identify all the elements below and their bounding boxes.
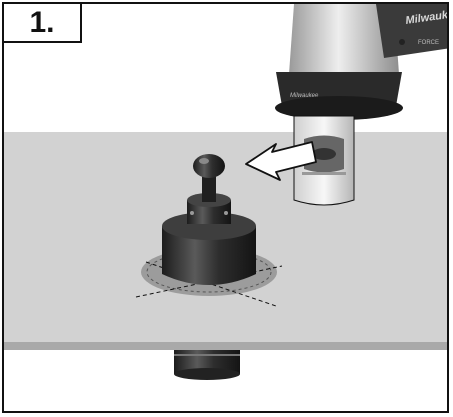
- step-number-box: 1.: [4, 4, 82, 43]
- instruction-frame: 1.: [2, 2, 449, 413]
- step-number: 1.: [29, 5, 55, 39]
- tool-model-text: FORCE: [418, 40, 439, 46]
- punch: [162, 154, 256, 285]
- hydraulic-press-tool: Milwaukee FORCE Milwaukee: [275, 4, 447, 206]
- direction-arrow-icon: [245, 141, 317, 181]
- punch-removal-illustration: Milwaukee FORCE Milwaukee: [4, 4, 447, 380]
- tool-collar-brand-text: Milwaukee: [290, 93, 319, 99]
- die-below-plate: [174, 350, 240, 380]
